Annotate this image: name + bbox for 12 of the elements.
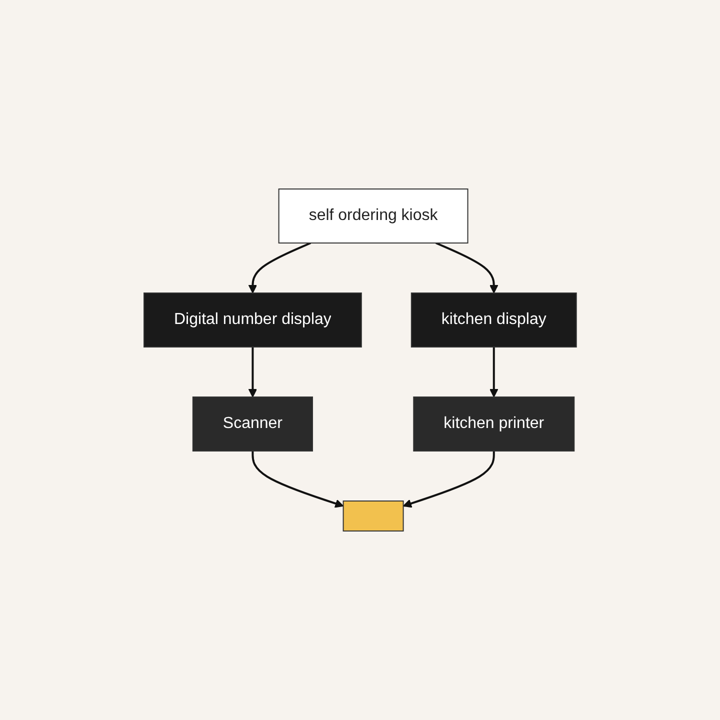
node-box: kitchen printer bbox=[412, 396, 574, 452]
arrow bbox=[489, 347, 498, 398]
arrow bbox=[402, 451, 495, 508]
node-box: self ordering kiosk bbox=[278, 188, 468, 244]
node-box bbox=[342, 500, 404, 532]
arrow bbox=[248, 242, 311, 294]
node-box: Scanner bbox=[192, 396, 313, 452]
node-box: Digital number display bbox=[143, 292, 362, 348]
arrow bbox=[435, 242, 498, 294]
arrow bbox=[248, 347, 257, 398]
node-box: kitchen display bbox=[410, 292, 577, 348]
arrow bbox=[252, 451, 344, 508]
